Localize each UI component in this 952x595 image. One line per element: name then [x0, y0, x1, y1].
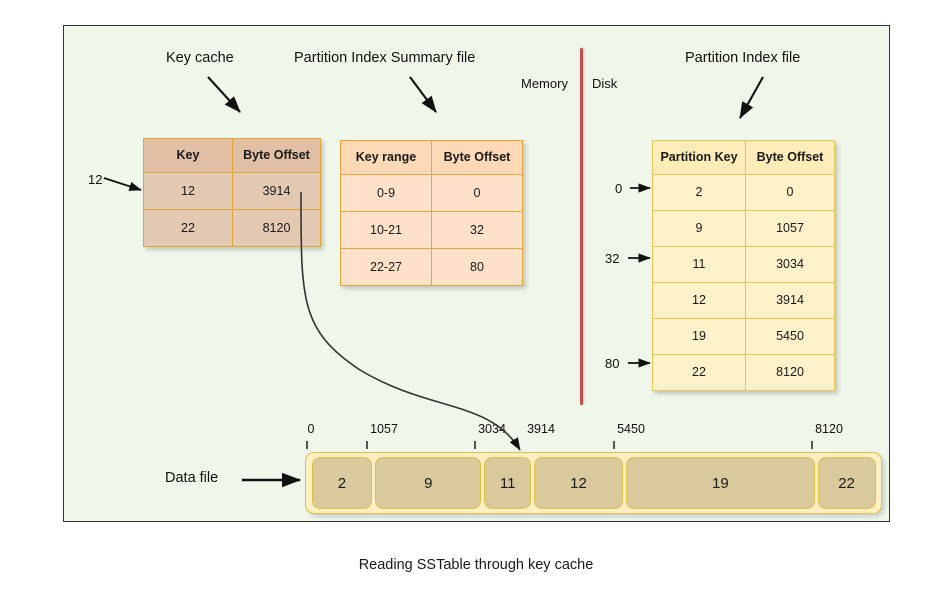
cell-key: 22: [143, 209, 233, 247]
cell-partition-key: 22: [652, 354, 746, 391]
table-header-row: Key Byte Offset: [143, 138, 321, 173]
index-file-label: Partition Index file: [685, 50, 801, 66]
cell-key: 12: [143, 172, 233, 210]
offset-tick: [306, 441, 308, 449]
cell-offset: 32: [431, 211, 523, 249]
cell-offset: 3914: [745, 282, 835, 319]
figure-caption: Reading SSTable through key cache: [358, 557, 594, 573]
column-header: Byte Offset: [431, 140, 523, 175]
summary-file-label: Partition Index Summary file: [294, 50, 476, 66]
offset-tick-label: 1057: [370, 422, 398, 436]
offset-tick: [366, 441, 368, 449]
table-row: 22 8120: [652, 354, 835, 391]
column-header: Key range: [340, 140, 432, 175]
column-header: Byte Offset: [232, 138, 321, 173]
memory-disk-divider: [580, 48, 583, 405]
index-pointer-label-0: 0: [615, 181, 623, 196]
cell-offset: 0: [431, 174, 523, 212]
offset-tick-label: 8120: [815, 422, 843, 436]
cell-key-range: 0-9: [340, 174, 432, 212]
table-header-row: Key range Byte Offset: [340, 140, 523, 175]
cell-partition-key: 9: [652, 210, 746, 247]
table-row: 22-27 80: [340, 248, 523, 286]
data-segment: 9: [375, 457, 482, 509]
table-row: 11 3034: [652, 246, 835, 283]
key-cache-label: Key cache: [166, 50, 234, 66]
cell-partition-key: 12: [652, 282, 746, 319]
cell-offset: 80: [431, 248, 523, 286]
data-segment: 11: [484, 457, 531, 509]
offset-tick-label: 0: [307, 422, 315, 436]
cell-offset: 0: [745, 174, 835, 211]
data-file-bar: 2 9 11 12 19 22: [305, 452, 882, 514]
table-row: 12 3914: [143, 172, 321, 210]
column-header: Key: [143, 138, 233, 173]
offset-tick-label: 3914: [527, 422, 555, 436]
cell-partition-key: 11: [652, 246, 746, 283]
index-pointer-label-32: 32: [605, 251, 620, 266]
cell-key-range: 22-27: [340, 248, 432, 286]
offset-tick-label: 3034: [478, 422, 506, 436]
data-segment: 12: [533, 457, 624, 509]
cell-offset: 5450: [745, 318, 835, 355]
key-cache-table: Key Byte Offset 12 3914 22 8120: [143, 138, 321, 247]
partition-index-table: Partition Key Byte Offset 2 0 9 1057 11 …: [652, 140, 835, 391]
data-segment: 19: [626, 457, 815, 509]
offset-tick-label: 5450: [617, 422, 645, 436]
cell-offset: 8120: [232, 209, 321, 247]
cell-offset: 3034: [745, 246, 835, 283]
table-header-row: Partition Key Byte Offset: [652, 140, 835, 175]
cell-offset: 3914: [232, 172, 321, 210]
cell-key-range: 10-21: [340, 211, 432, 249]
table-row: 10-21 32: [340, 211, 523, 249]
data-segment: 22: [817, 457, 876, 509]
data-segment: 2: [311, 457, 373, 509]
cell-offset: 1057: [745, 210, 835, 247]
partition-index-summary-table: Key range Byte Offset 0-9 0 10-21 32 22-…: [340, 140, 523, 286]
offset-tick: [613, 441, 615, 449]
table-row: 0-9 0: [340, 174, 523, 212]
column-header: Partition Key: [652, 140, 746, 175]
cell-partition-key: 2: [652, 174, 746, 211]
index-pointer-label-80: 80: [605, 356, 620, 371]
column-header: Byte Offset: [745, 140, 835, 175]
cell-offset: 8120: [745, 354, 835, 391]
table-row: 12 3914: [652, 282, 835, 319]
offset-tick: [474, 441, 476, 449]
data-file-label: Data file: [165, 470, 219, 486]
cell-partition-key: 19: [652, 318, 746, 355]
lookup-key-label: 12: [88, 172, 103, 187]
offset-tick: [811, 441, 813, 449]
table-row: 9 1057: [652, 210, 835, 247]
table-row: 2 0: [652, 174, 835, 211]
disk-label: Disk: [592, 76, 618, 91]
memory-label: Memory: [521, 76, 568, 91]
table-row: 19 5450: [652, 318, 835, 355]
table-row: 22 8120: [143, 209, 321, 247]
